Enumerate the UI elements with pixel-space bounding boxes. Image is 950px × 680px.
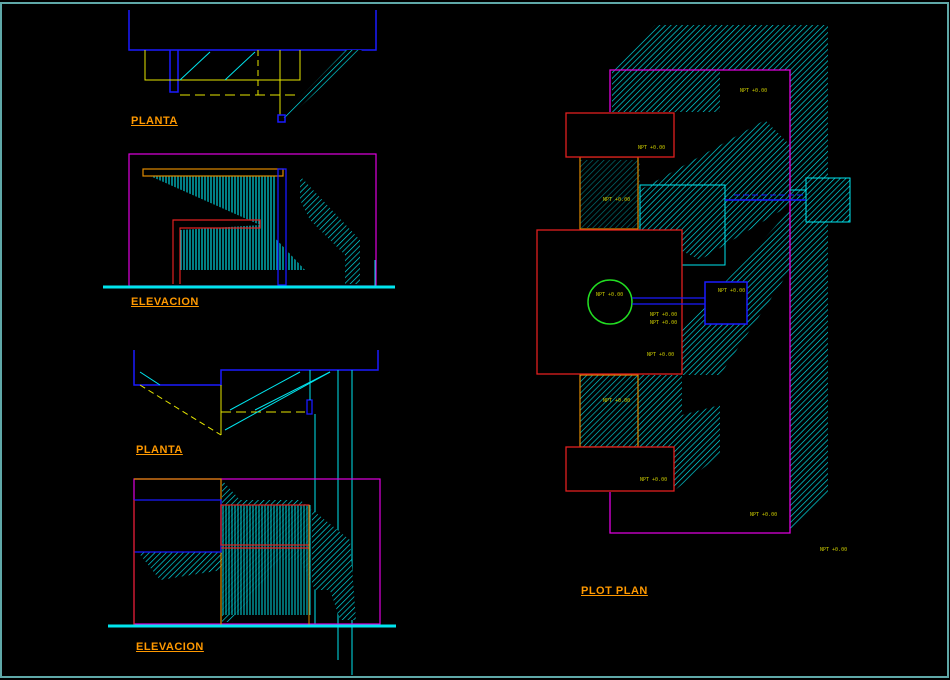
- plot-plan-label: PLOT PLAN: [581, 585, 648, 597]
- elevacion-bottom-drawing: [108, 478, 396, 628]
- level-tag: NPT +0.00: [596, 292, 624, 298]
- level-tag: NPT +0.00: [603, 197, 631, 203]
- elevacion-top-label: ELEVACION: [131, 296, 199, 308]
- elevacion-top-drawing: [103, 153, 395, 289]
- level-tag: NPT +0.00: [718, 288, 746, 294]
- level-tag: NPT +0.00: [740, 88, 768, 94]
- level-tag: NPT +0.00: [640, 477, 668, 483]
- level-tag: NPT +0.00: [638, 145, 666, 151]
- planta-top-label: PLANTA: [131, 115, 178, 127]
- level-tag: NPT +0.00: [647, 352, 675, 358]
- plot-plan-drawing: [536, 25, 851, 534]
- level-tag: NPT +0.00: [603, 398, 631, 404]
- level-tag: NPT +0.00: [820, 547, 848, 553]
- level-tag: NPT +0.00: [650, 312, 678, 318]
- level-tag: NPT +0.00: [650, 320, 678, 326]
- level-tag: NPT +0.00: [750, 512, 778, 518]
- planta-bottom-label: PLANTA: [136, 444, 183, 456]
- planta-top-drawing: [128, 10, 377, 123]
- elevacion-bottom-label: ELEVACION: [136, 641, 204, 653]
